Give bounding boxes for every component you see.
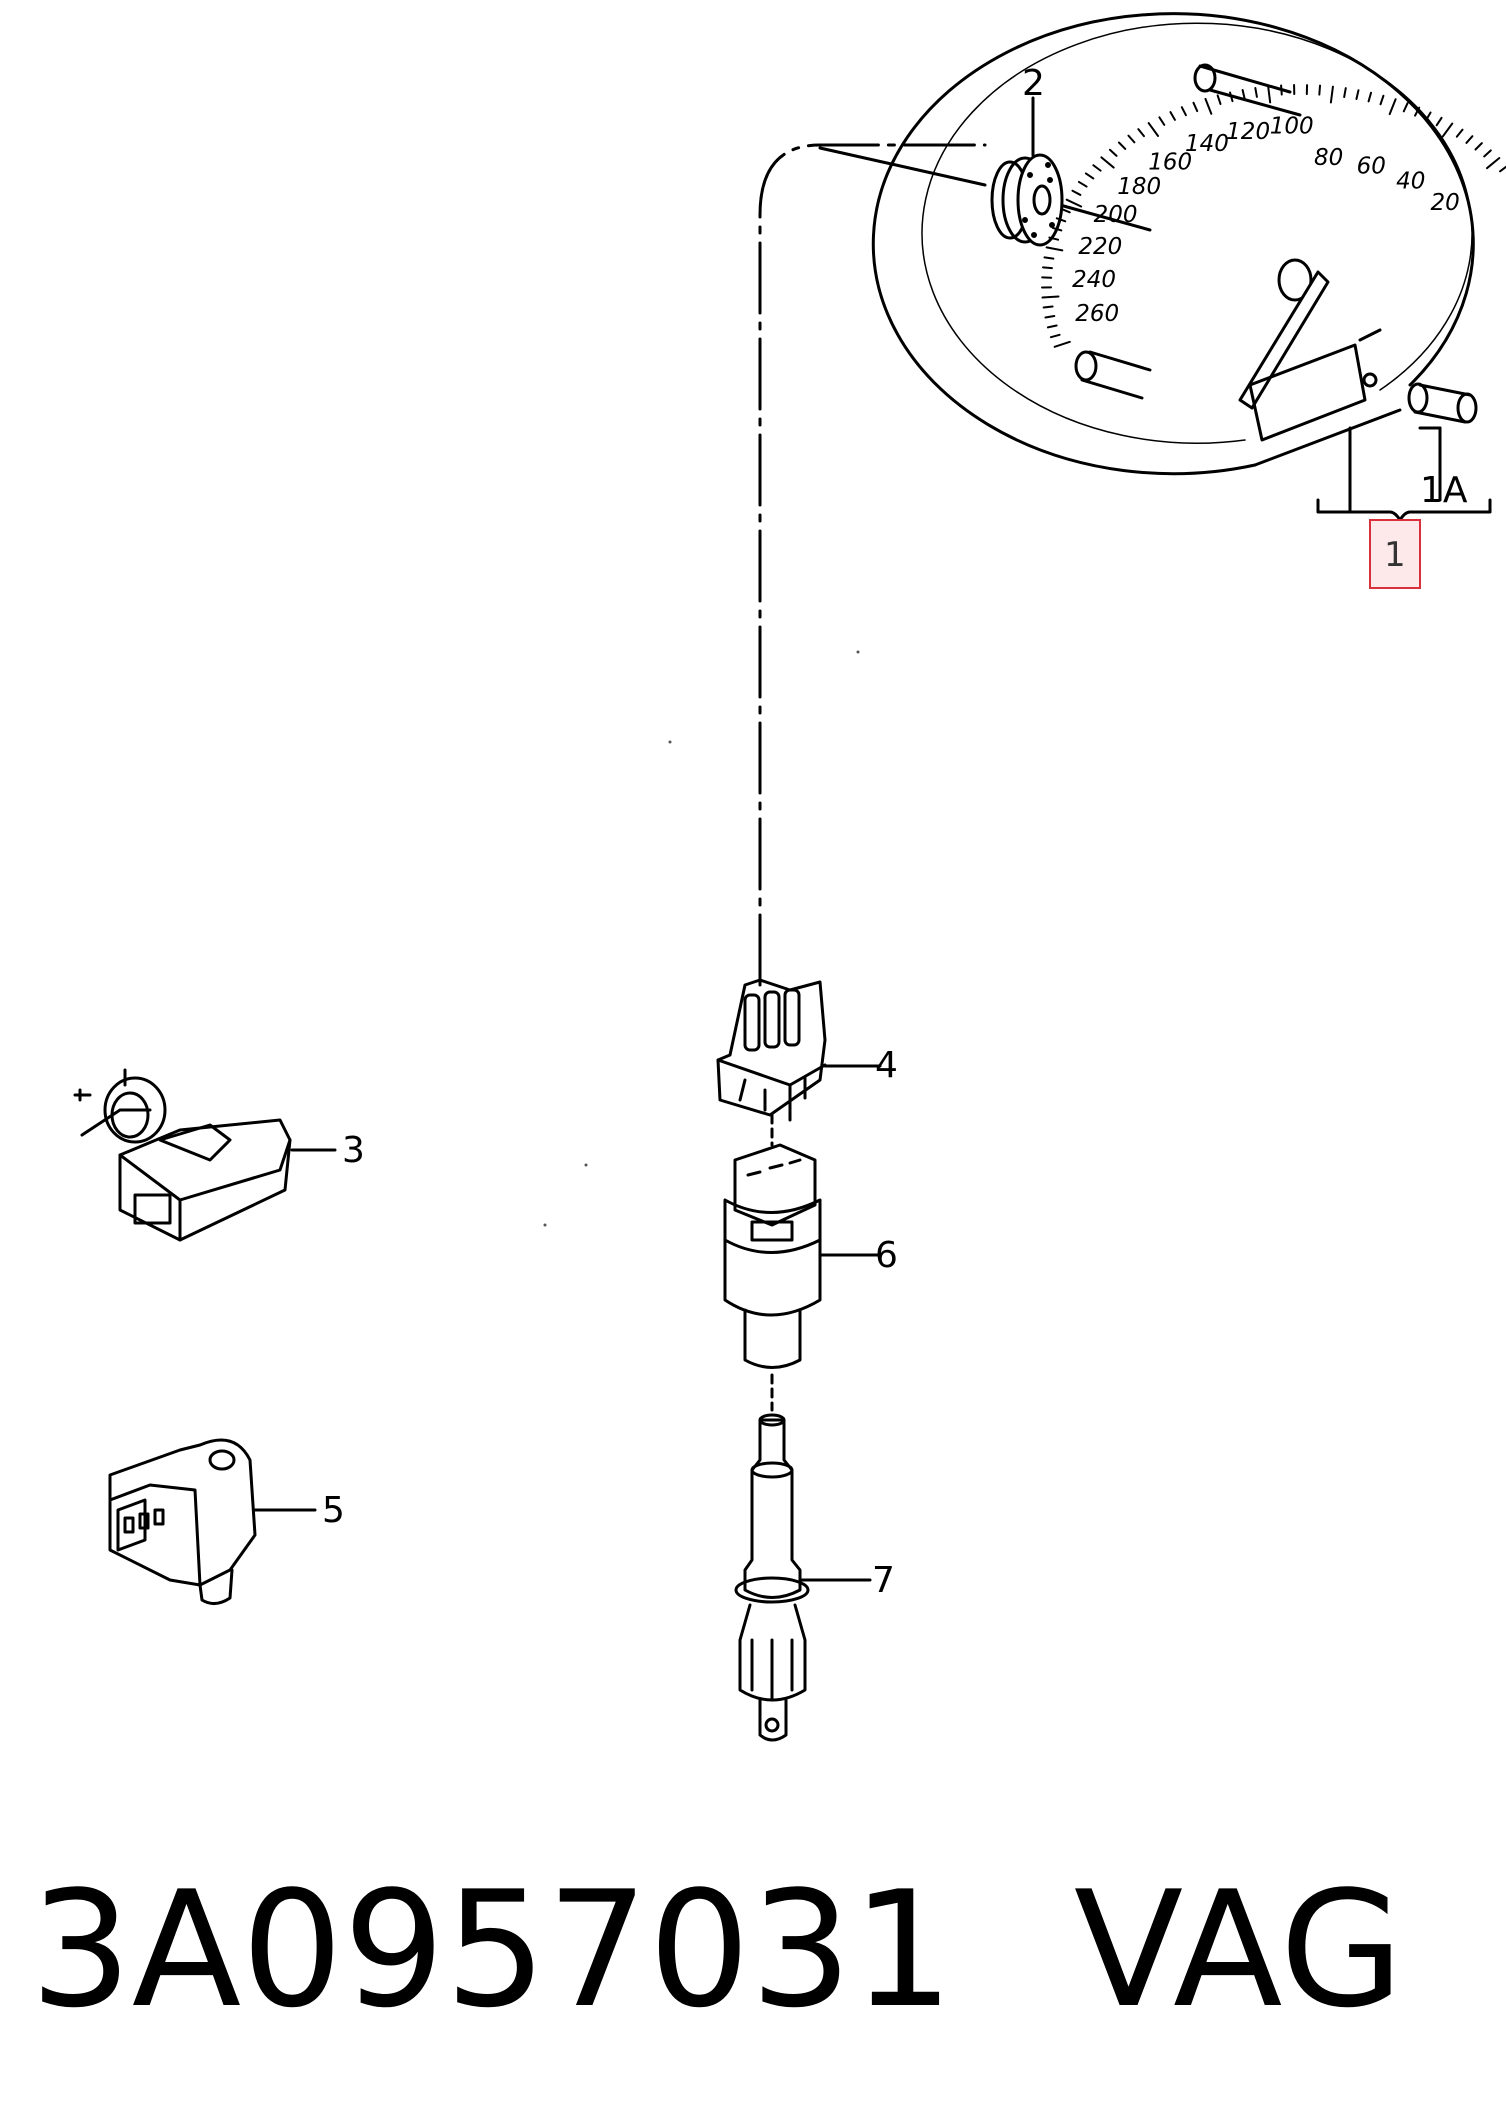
cable-to-grommet <box>818 146 987 187</box>
gauge-tick <box>1229 91 1234 103</box>
grommet-to-gauge <box>1058 203 1152 232</box>
gauge-tick <box>1042 305 1054 309</box>
gauge-tick <box>1147 122 1160 137</box>
callout-1a[interactable]: 1A <box>1420 470 1468 511</box>
gauge-ticks <box>1041 84 1506 348</box>
gauge-tick <box>1077 180 1088 188</box>
gauge-tick <box>1180 106 1187 117</box>
gauge-label-220: 220 <box>1078 234 1122 260</box>
gauge-tick <box>1204 97 1213 115</box>
gauge-tick <box>1045 246 1064 252</box>
gauge-tick <box>1092 164 1102 172</box>
gauge-label-160: 160 <box>1148 150 1192 176</box>
gauge-label-100: 100 <box>1270 113 1314 139</box>
gauge-tick <box>1084 172 1095 180</box>
gauge-tick <box>1127 134 1136 144</box>
gauge-tick <box>1051 226 1063 232</box>
gauge-tick <box>1169 111 1176 121</box>
gauge-tick <box>1425 111 1432 122</box>
gauge-tick <box>1474 142 1483 151</box>
gauge-tick <box>1108 148 1118 157</box>
gauge-tick <box>1117 141 1127 150</box>
sensor-part <box>73 1068 337 1242</box>
gauge-tick <box>1048 236 1060 241</box>
speed-sender-part <box>723 1143 882 1369</box>
gauge-tick <box>1388 98 1397 116</box>
gauge-tick <box>1455 128 1464 138</box>
callout-5[interactable]: 5 <box>322 1490 345 1531</box>
gauge-tick <box>1318 84 1322 96</box>
gauge-tick <box>1216 94 1222 105</box>
callout-1[interactable]: 1 <box>1384 535 1406 575</box>
gauge-tick <box>1060 207 1071 214</box>
gauge-tick <box>1441 122 1454 138</box>
gauge-tick <box>1158 116 1166 126</box>
callout-7[interactable]: 7 <box>872 1560 895 1601</box>
drive-shaft-part <box>734 1413 872 1742</box>
gauge-label-20: 20 <box>1430 190 1459 216</box>
gauge-tick <box>1049 333 1061 339</box>
gauge-tick <box>1485 157 1501 170</box>
scan-specks <box>543 650 860 1227</box>
gauge-tick <box>1042 266 1053 270</box>
gauge-tick <box>1280 84 1283 96</box>
gauge-tick <box>1379 94 1385 106</box>
gauge-tick <box>1241 89 1246 100</box>
gauge-tick <box>1414 106 1421 117</box>
connector-part <box>716 978 882 1122</box>
speedometer-part <box>871 12 1478 476</box>
grommet-part <box>990 153 1064 247</box>
gauge-tick <box>1435 116 1443 127</box>
gauge-tick <box>1465 135 1474 144</box>
gauge-tick <box>1329 85 1334 104</box>
gauge-tick <box>1267 85 1272 104</box>
gauge-label-120: 120 <box>1226 119 1270 145</box>
callout-4[interactable]: 4 <box>875 1045 898 1086</box>
gauge-tick <box>1499 165 1506 173</box>
gauge-label-80: 80 <box>1314 145 1343 171</box>
gauge-tick <box>1071 189 1082 196</box>
speedometer-cable <box>758 143 987 987</box>
gauge-label-260: 260 <box>1075 301 1119 327</box>
gauge-tick <box>1402 102 1409 113</box>
gauge-tick <box>1137 128 1145 138</box>
gauge-tick <box>1192 101 1199 113</box>
brand-name: VAG <box>1073 1856 1404 2043</box>
gauge-tick <box>1065 198 1083 208</box>
gauge-tick <box>1355 89 1360 100</box>
gauge-label-40: 40 <box>1396 169 1425 195</box>
callout-1-highlight[interactable] <box>1369 519 1421 589</box>
gauge-label-240: 240 <box>1072 267 1116 293</box>
callout-3[interactable]: 3 <box>342 1130 365 1171</box>
gauge-label-140: 140 <box>1185 131 1229 157</box>
gauge-tick <box>1053 340 1071 348</box>
gauge-label-200: 200 <box>1094 202 1138 228</box>
gauge-tick <box>1343 87 1347 99</box>
gauge-tick <box>1043 256 1055 260</box>
gauge-label-180: 180 <box>1117 174 1161 200</box>
part-number: 3A0957031 <box>30 1856 954 2043</box>
gauge-tick <box>1041 295 1060 299</box>
gauge-tick <box>1044 315 1056 319</box>
callout-2[interactable]: 2 <box>1022 63 1045 104</box>
gauge-tick <box>1254 87 1258 98</box>
gauge-tick <box>1483 149 1492 158</box>
gauge-tick <box>1046 324 1058 329</box>
gauge-tick <box>1100 156 1115 169</box>
gauge-tick <box>1055 217 1067 223</box>
callout-6[interactable]: 6 <box>875 1235 898 1276</box>
gauge-label-60: 60 <box>1357 153 1386 179</box>
sensor-5-part <box>108 1438 317 1605</box>
gauge-tick <box>1367 91 1373 103</box>
